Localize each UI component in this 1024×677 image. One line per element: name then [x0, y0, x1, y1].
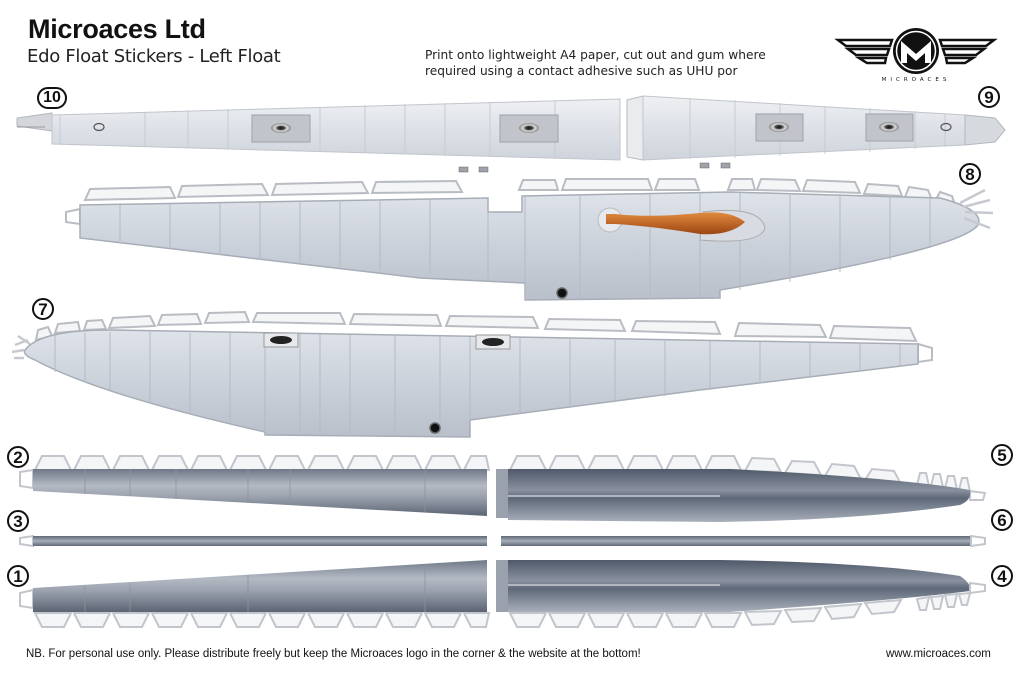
part-number-5: 5: [991, 444, 1013, 466]
part-8-side-panel-paddle: [65, 177, 994, 301]
winged-m-logo-icon: MICROACES: [834, 28, 998, 83]
company-title: Microaces Ltd: [28, 14, 206, 44]
part-9-top-deck-front: [626, 95, 1006, 169]
part-number-2: 2: [7, 446, 29, 468]
part-number-1: 1: [7, 565, 29, 587]
instructions-line-1: Print onto lightweight A4 paper, cut out…: [425, 48, 766, 62]
print-instructions: Print onto lightweight A4 paper, cut out…: [425, 47, 805, 79]
part-number-6: 6: [991, 509, 1013, 531]
part-number-10: 10: [37, 87, 67, 109]
part-number-3: 3: [7, 510, 29, 532]
part-number-4: 4: [991, 565, 1013, 587]
part-10-top-deck-rear: [16, 98, 621, 173]
part-7-side-panel: [11, 310, 933, 438]
part-2-bottom-rear-upper: [19, 455, 491, 516]
part-number-9: 9: [978, 86, 1000, 108]
part-6-keel-strip-front: [501, 534, 986, 548]
part-number-7: 7: [32, 298, 54, 320]
part-1-bottom-rear-lower: [19, 560, 491, 628]
microaces-logo: MICROACES: [834, 26, 998, 84]
part-4-bottom-front-lower: [496, 560, 986, 628]
paddle-icon: [606, 212, 745, 235]
part-5-bottom-front-upper: [496, 455, 987, 522]
svg-text:MICROACES: MICROACES: [882, 77, 951, 83]
website-link[interactable]: www.microaces.com: [886, 648, 991, 660]
instructions-line-2: required using a contact adhesive such a…: [425, 64, 738, 78]
usage-note: NB. For personal use only. Please distri…: [26, 648, 641, 660]
part-number-8: 8: [959, 163, 981, 185]
sheet-subtitle: Edo Float Stickers - Left Float: [27, 46, 281, 67]
part-3-keel-strip-rear: [19, 534, 487, 548]
